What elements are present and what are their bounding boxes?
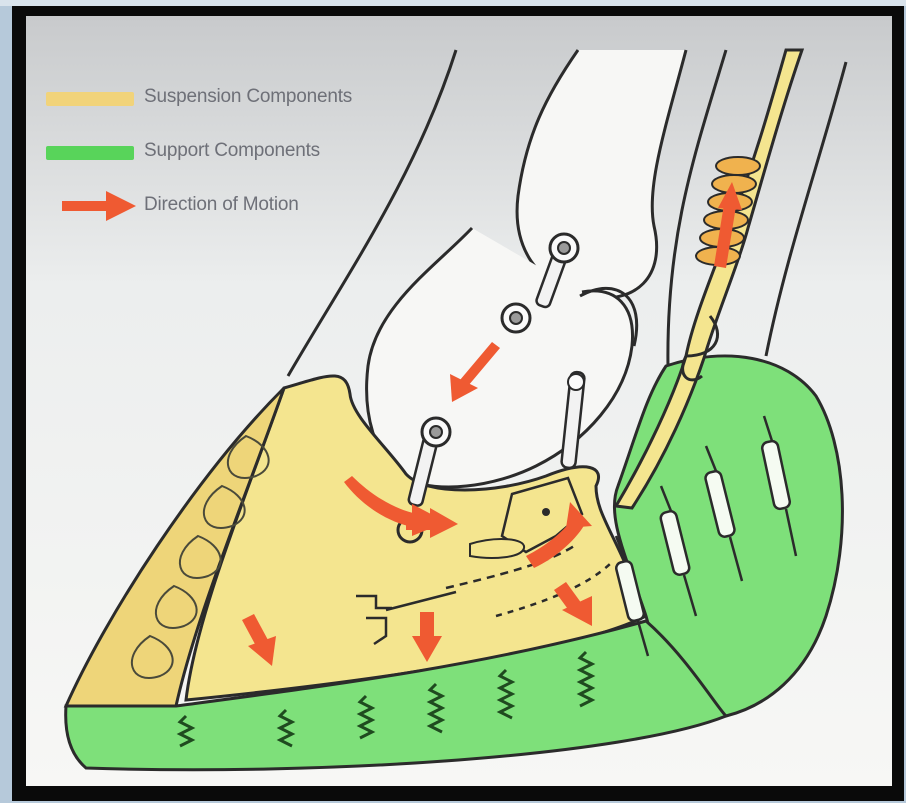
navicular-hole — [542, 508, 550, 516]
legend: Suspension Components Support Components… — [40, 78, 400, 240]
legend-label-support: Support Components — [144, 140, 320, 162]
legend-item-suspension: Suspension Components — [40, 78, 400, 132]
legend-swatch-suspension — [46, 92, 134, 106]
legend-label-suspension: Suspension Components — [144, 86, 352, 108]
legend-swatch-support — [46, 146, 134, 160]
legend-arrow-icon — [62, 191, 136, 221]
navicular-pin — [470, 539, 524, 558]
legend-item-support: Support Components — [40, 132, 400, 186]
legend-item-motion: Direction of Motion — [40, 186, 400, 240]
legend-label-motion: Direction of Motion — [144, 194, 299, 216]
